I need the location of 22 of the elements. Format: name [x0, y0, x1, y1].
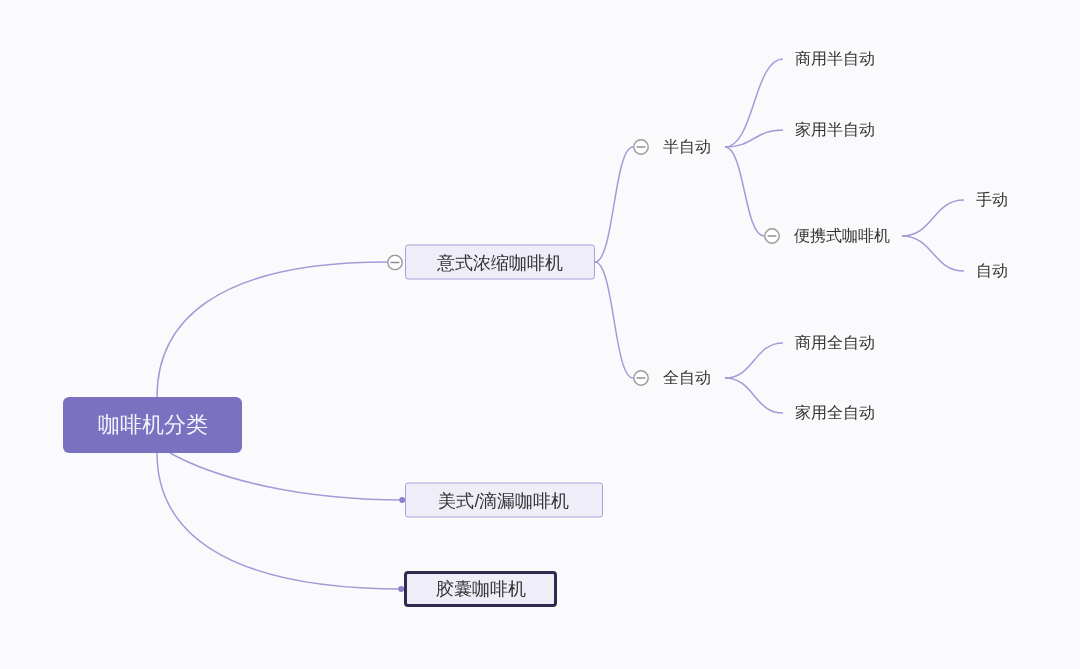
topic-box: 美式/滴漏咖啡机: [405, 482, 603, 518]
branch-line: [594, 261, 634, 379]
branch-line: [169, 452, 406, 503]
topic-label: 全自动: [663, 368, 711, 388]
topic-label: 家用全自动: [795, 403, 875, 423]
branch-line: [724, 146, 765, 237]
branch-line: [156, 261, 388, 398]
branch-line: [724, 129, 784, 148]
topic-label: 自动: [976, 261, 1008, 281]
topic-label: 商用全自动: [795, 333, 875, 353]
selected-topic-box: 胶囊咖啡机: [404, 571, 557, 607]
branch-line: [901, 235, 965, 272]
branch-line: [156, 452, 405, 592]
topic-label: 手动: [976, 190, 1008, 210]
topic-label: 家用半自动: [795, 120, 875, 140]
topic-label: 半自动: [663, 137, 711, 157]
central-topic-box: 咖啡机分类: [63, 397, 242, 453]
topic-box: 意式浓缩咖啡机: [405, 244, 595, 280]
topic-label: 便携式咖啡机: [794, 226, 890, 246]
topic-label: 商用半自动: [795, 49, 875, 69]
branch-line: [594, 146, 634, 263]
branch-line: [724, 377, 784, 414]
